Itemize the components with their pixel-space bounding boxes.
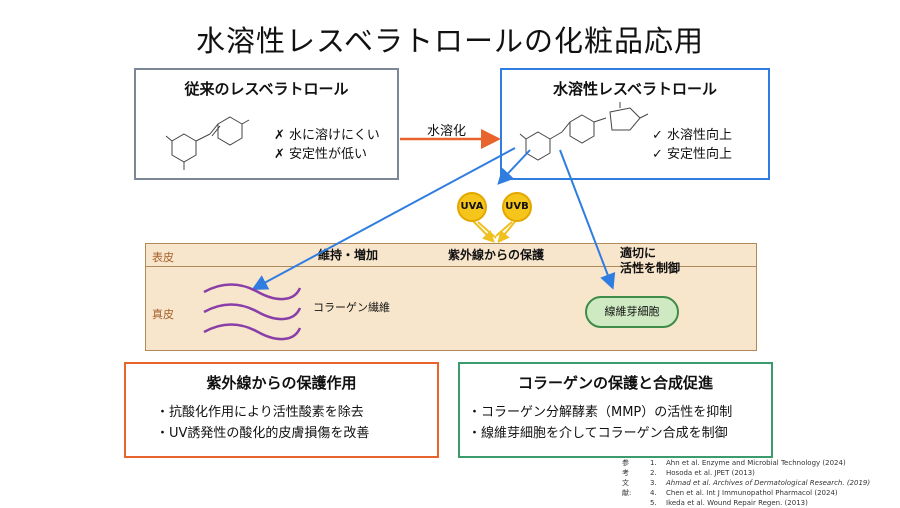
reference-item: Ikeda et al. Wound Repair Regen. (2013) xyxy=(666,499,808,507)
glycoside-structure-icon xyxy=(519,102,649,161)
conventional-resveratrol-box: 従来のレスベラトロール ✗ 水に溶けにくい ✗ 安定性が低い xyxy=(134,68,399,180)
water-soluble-resveratrol-box: 水溶性レスベラトロール ✓ 水溶性向上 ✓ 安定性向上 xyxy=(500,68,770,180)
conventional-item: ✗ 水に溶けにくい xyxy=(274,128,380,143)
collagen-box-heading: コラーゲンの保護と合成促進 xyxy=(517,374,713,392)
resveratrol-structure-icon xyxy=(165,116,250,170)
fibroblast-cell: 線維芽細胞 xyxy=(585,296,679,328)
collagen-box-item: ・線維芽細胞を介してコラーゲン合成を制御 xyxy=(468,426,728,441)
regulate-line-2: 活性を制御 xyxy=(620,261,681,275)
page-title: 水溶性レスベラトロールの化粧品応用 xyxy=(196,24,704,58)
conventional-list: ✗ 水に溶けにくい ✗ 安定性が低い xyxy=(274,126,380,164)
collagen-box-list: ・コラーゲン分解酵素（MMP）の活性を抑制 ・線維芽細胞を介してコラーゲン合成を… xyxy=(468,402,732,444)
arrow-to-fibroblast xyxy=(559,149,616,290)
maintain-label: 維持・増加 xyxy=(318,248,379,262)
reference-item: Hosoda et al. JPET (2013) xyxy=(666,469,755,477)
water-soluble-item: ✓ 安定性向上 xyxy=(652,147,733,162)
collagen-protection-box: コラーゲンの保護と合成促進 ・コラーゲン分解酵素（MMP）の活性を抑制 ・線維芽… xyxy=(458,362,773,458)
uv-rays xyxy=(469,217,519,244)
collagen-label: コラーゲン繊維 xyxy=(313,301,390,314)
conventional-heading: 従来のレスベラトロール xyxy=(184,80,349,98)
epidermis-layer xyxy=(146,244,756,267)
uv-protect-label: 紫外線からの保護 xyxy=(448,248,545,262)
collagen-box-item: ・コラーゲン分解酵素（MMP）の活性を抑制 xyxy=(468,405,733,420)
references-heading: 参考文献: xyxy=(622,459,632,497)
reference-item: Ahn et al. Enzyme and Microbial Technolo… xyxy=(666,459,846,467)
dermis-label: 真皮 xyxy=(152,308,174,321)
reference-item: Chen et al. Int J Immunopathol Pharmacol… xyxy=(666,489,838,497)
uv-box-list: ・抗酸化作用により活性酸素を除去 ・UV誘発性の酸化的皮膚損傷を改善 xyxy=(156,402,369,444)
uvb-sun-icon: UVB xyxy=(502,192,532,222)
arrow-to-collagen xyxy=(251,147,516,290)
reference-item: Ahmad et al. Archives of Dermatological … xyxy=(666,479,871,487)
uv-box-item: ・UV誘発性の酸化的皮膚損傷を改善 xyxy=(156,426,370,441)
solubilization-label: 水溶化 xyxy=(427,124,467,139)
epidermis-label: 表皮 xyxy=(152,251,174,264)
uva-sun-icon: UVA xyxy=(457,192,487,222)
collagen-fibers xyxy=(203,283,302,341)
arrow-to-uvb xyxy=(497,149,531,185)
uv-box-item: ・抗酸化作用により活性酸素を除去 xyxy=(156,405,364,420)
conventional-item: ✗ 安定性が低い xyxy=(274,147,368,162)
water-soluble-list: ✓ 水溶性向上 ✓ 安定性向上 xyxy=(652,126,732,164)
water-soluble-heading: 水溶性レスベラトロール xyxy=(553,80,717,98)
regulate-line-1: 適切に xyxy=(620,246,657,260)
water-soluble-item: ✓ 水溶性向上 xyxy=(652,128,733,143)
regulate-label: 適切に 活性を制御 xyxy=(620,246,680,276)
uv-box-heading: 紫外線からの保護作用 xyxy=(206,374,357,392)
uv-protection-box: 紫外線からの保護作用 ・抗酸化作用により活性酸素を除去 ・UV誘発性の酸化的皮膚… xyxy=(124,362,439,458)
